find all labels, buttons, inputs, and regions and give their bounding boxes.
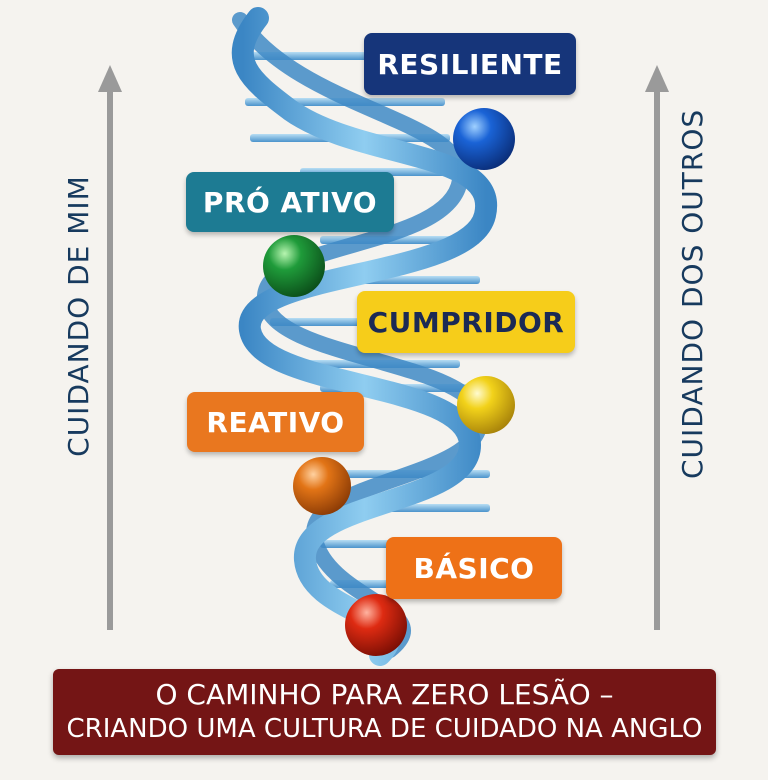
- helix-strand-front: [231, 7, 498, 666]
- banner-line-2: CRIANDO UMA CULTURA DE CUIDADO NA ANGLO: [66, 714, 703, 744]
- axis-label-cuidando-de-mim: CUIDANDO DE MIM: [62, 175, 95, 457]
- level-ball-basico: [345, 594, 407, 656]
- level-badge-basico: BÁSICO: [386, 537, 562, 599]
- axis-label-cuidando-dos-outros: CUIDANDO DOS OUTROS: [676, 108, 709, 479]
- level-ball-reativo: [293, 457, 351, 515]
- left-arrow: [98, 65, 122, 630]
- level-ball-cumpridor: [457, 376, 515, 434]
- level-badge-reativo: REATIVO: [187, 392, 364, 452]
- level-ball-pro-ativo: [263, 235, 325, 297]
- level-badge-pro-ativo: PRÓ ATIVO: [186, 172, 394, 232]
- right-arrow: [645, 65, 669, 630]
- level-ball-resiliente: [453, 108, 515, 170]
- level-badge-cumpridor: CUMPRIDOR: [357, 291, 575, 353]
- banner-line-1: O CAMINHO PARA ZERO LESÃO –: [155, 678, 614, 711]
- level-badge-resiliente: RESILIENTE: [364, 33, 576, 95]
- title-banner: O CAMINHO PARA ZERO LESÃO – CRIANDO UMA …: [53, 669, 716, 755]
